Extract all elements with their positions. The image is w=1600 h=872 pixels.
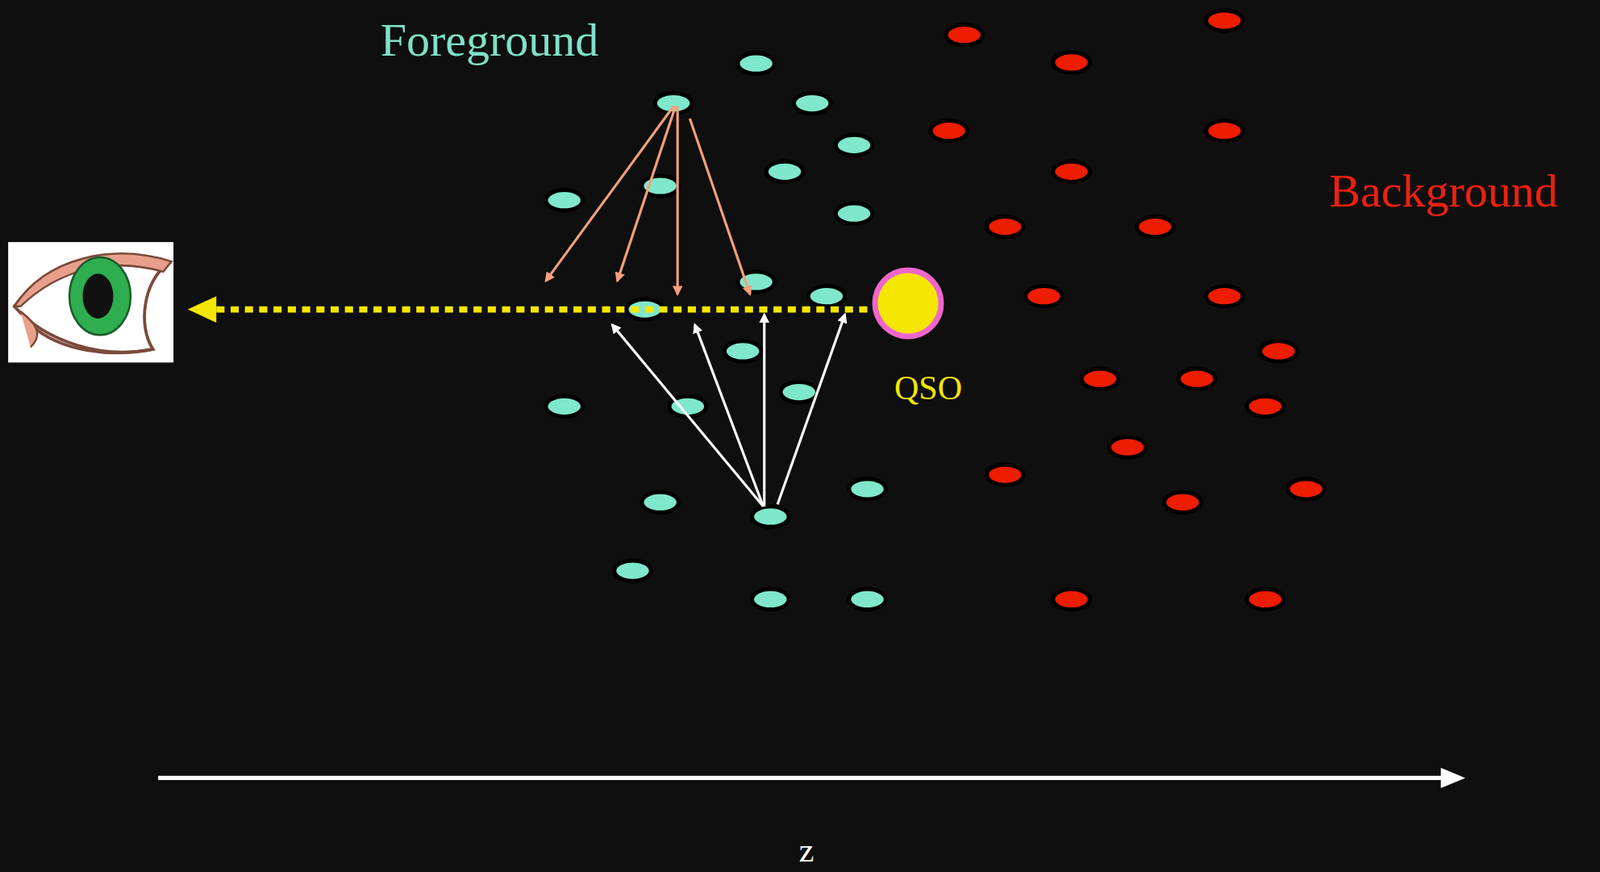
galaxy-dot xyxy=(545,190,584,211)
galaxy-dot xyxy=(1164,491,1202,513)
galaxy-dot xyxy=(614,560,652,581)
galaxy-dot xyxy=(930,120,968,142)
galaxy-dot xyxy=(641,491,680,513)
galaxy-dot xyxy=(1053,52,1091,73)
eye-icon xyxy=(8,241,174,363)
z-axis-head xyxy=(1441,767,1466,788)
galaxy-dot xyxy=(545,395,584,417)
qso-label: QSO xyxy=(894,369,963,407)
sightline-head xyxy=(187,295,217,323)
galaxy-dot xyxy=(1206,10,1244,31)
galaxy-dot xyxy=(752,588,790,609)
axis-label: z xyxy=(799,831,815,869)
galaxy-dot xyxy=(945,25,984,46)
emission-arrows xyxy=(545,106,750,295)
galaxy-dot xyxy=(835,134,873,155)
foreground-label: Foreground xyxy=(380,14,600,67)
galaxy-dot xyxy=(1081,368,1119,389)
galaxy-dot xyxy=(1287,479,1325,500)
background-label: Background xyxy=(1329,165,1559,217)
galaxy-dot xyxy=(1246,395,1284,417)
galaxy-dot xyxy=(1246,588,1284,609)
qso-circle xyxy=(867,262,949,344)
galaxy-dot xyxy=(766,161,804,182)
galaxy-dot xyxy=(737,53,775,74)
galaxy-dot xyxy=(1053,588,1091,609)
galaxy-dot xyxy=(1178,368,1216,389)
galaxy-dot xyxy=(1053,161,1091,182)
galaxy-dot xyxy=(987,464,1025,485)
galaxy-dot xyxy=(1137,216,1175,237)
galaxy-dot xyxy=(835,203,873,224)
galaxy-dot xyxy=(987,216,1025,237)
sightline xyxy=(216,306,870,313)
galaxy-dot xyxy=(752,506,790,527)
galaxy-dot xyxy=(1260,341,1298,362)
z-axis xyxy=(158,775,1447,780)
galaxy-dot xyxy=(1206,120,1244,142)
galaxy-dot xyxy=(849,588,887,609)
galaxy-dot xyxy=(793,92,831,113)
galaxy-dot xyxy=(780,381,818,402)
galaxy-dot xyxy=(808,286,846,307)
absorption-arrows xyxy=(612,314,845,507)
qso-node: QSO xyxy=(867,262,1005,417)
galaxy-dot xyxy=(724,341,762,362)
galaxy-dot xyxy=(1206,286,1244,307)
galaxy-dot xyxy=(1108,437,1146,458)
galaxy-dot xyxy=(849,479,887,500)
galaxy-dot xyxy=(1025,286,1063,307)
